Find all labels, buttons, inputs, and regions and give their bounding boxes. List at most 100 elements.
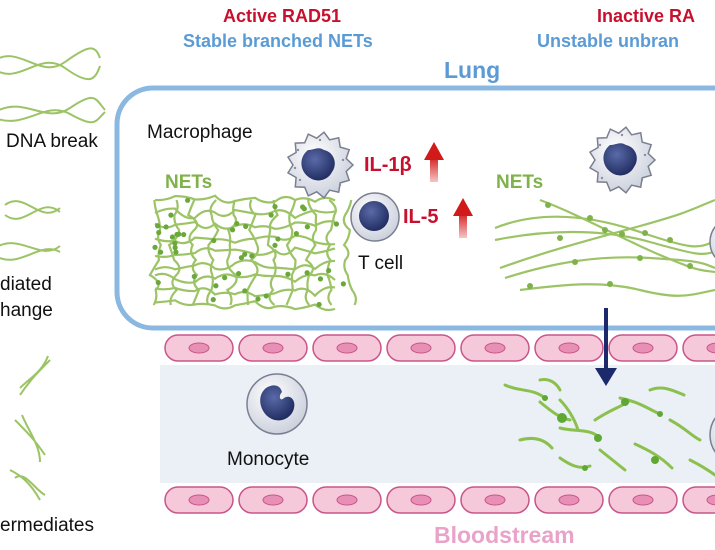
blood-vessel-lumen <box>160 365 715 483</box>
net-node <box>242 288 248 294</box>
endothelial-nucleus <box>410 342 432 354</box>
net-strand <box>167 199 181 306</box>
endothelial-nucleus <box>558 494 580 506</box>
net-node <box>275 236 281 242</box>
macrophage-label: Macrophage <box>147 122 253 143</box>
net-strand <box>246 199 260 306</box>
stable-nets-subtitle: Stable branched NETs <box>183 31 373 51</box>
translocation-arrow <box>595 308 617 386</box>
endothelial-nucleus <box>188 342 210 354</box>
endothelial-nucleus <box>484 342 506 354</box>
bloodstream-title: Bloodstream <box>434 522 575 548</box>
net-node <box>301 206 307 212</box>
net-node <box>163 224 169 230</box>
net-node <box>152 244 158 250</box>
partial-cell-blood-right <box>709 417 715 453</box>
net-strand <box>285 199 297 306</box>
net-node <box>213 283 219 289</box>
endothelial-nucleus <box>706 342 715 354</box>
partial-cell-right <box>709 225 715 259</box>
active-rad51-title: Active RAD51 <box>223 6 342 26</box>
net-node <box>234 221 240 227</box>
left-label-mediated: diated <box>0 274 52 295</box>
net-node <box>155 279 161 286</box>
net-node <box>304 224 310 230</box>
nets-label-left: NETs <box>165 172 213 193</box>
endothelial-nucleus <box>262 494 284 506</box>
increase-arrow-il5 <box>453 198 473 238</box>
net-node <box>272 242 278 248</box>
monocyte-label: Monocyte <box>227 449 310 470</box>
net-strand <box>266 199 279 306</box>
endothelium-bottom <box>164 486 715 514</box>
dna-strands-left <box>0 47 106 501</box>
net-strand <box>154 259 336 271</box>
increase-arrow-il1b <box>424 142 444 182</box>
net-strand <box>186 199 201 306</box>
net-node <box>268 212 274 218</box>
net-strand <box>206 199 220 306</box>
macrophage-granules <box>293 133 647 187</box>
net-node <box>168 212 174 218</box>
net-node <box>243 223 249 229</box>
net-node <box>317 276 324 282</box>
endothelial-nucleus <box>336 342 358 354</box>
net-node <box>316 301 322 308</box>
endothelial-nucleus <box>336 494 358 506</box>
monocyte-cell <box>246 373 308 435</box>
lung-title: Lung <box>444 57 501 83</box>
net-node <box>210 297 216 303</box>
unbranched-nets-nodes <box>527 202 693 289</box>
net-strand <box>342 199 358 306</box>
net-node <box>169 234 176 240</box>
net-node <box>191 273 197 280</box>
endothelial-nucleus <box>558 342 580 354</box>
net-strand <box>154 207 336 220</box>
net-strand <box>304 199 318 306</box>
inactive-rad51-title: Inactive RA <box>597 6 696 26</box>
endothelial-nucleus <box>262 342 284 354</box>
net-node <box>172 245 178 251</box>
net-node <box>156 229 162 236</box>
endothelial-nucleus <box>484 494 506 506</box>
net-node <box>326 267 332 274</box>
net-node <box>272 204 278 210</box>
net-node <box>229 227 236 233</box>
unstable-nets-subtitle: Unstable unbran <box>537 31 680 51</box>
net-strand <box>154 246 336 258</box>
net-node <box>242 251 248 257</box>
net-node <box>304 270 310 276</box>
endothelial-nucleus <box>706 494 715 506</box>
cytokine-il1b-label: IL-1β <box>364 154 412 176</box>
left-label-dna-break: DNA break <box>6 131 98 152</box>
net-node <box>173 249 179 255</box>
endothelial-nucleus <box>632 342 654 354</box>
endothelial-nucleus <box>410 494 432 506</box>
left-label-intermediates: ermediates <box>0 515 94 536</box>
net-strand <box>154 299 336 312</box>
cytokine-il5-label: IL-5 <box>403 206 439 228</box>
net-node <box>158 249 164 255</box>
net-node <box>184 197 191 203</box>
macrophage-cell-left <box>286 131 355 199</box>
net-node <box>293 230 299 237</box>
endothelial-nucleus <box>188 494 210 506</box>
left-label-exchange: hange <box>0 300 53 321</box>
net-strand <box>154 234 336 246</box>
net-node <box>263 293 269 299</box>
net-node <box>249 253 255 259</box>
net-node <box>340 281 346 287</box>
net-node <box>255 296 261 302</box>
net-strand <box>154 272 336 284</box>
fragmented-nets-nodes <box>542 395 663 471</box>
net-node <box>285 271 291 277</box>
net-strand <box>325 199 337 306</box>
t-cell-label: T cell <box>358 253 404 274</box>
macrophage-cell-right <box>588 126 657 194</box>
endothelium-top <box>164 334 715 362</box>
net-strand <box>225 199 238 306</box>
net-node <box>174 231 180 238</box>
endothelial-nucleus <box>632 494 654 506</box>
